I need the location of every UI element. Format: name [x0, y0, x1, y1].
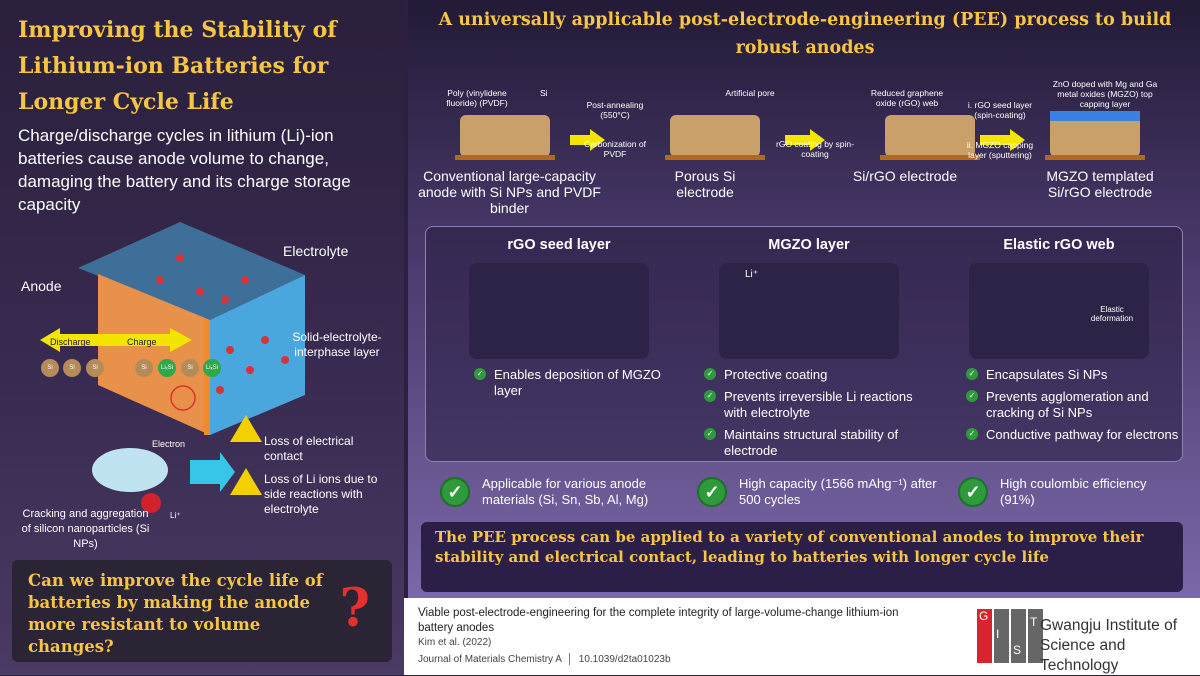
si-label: Si	[540, 88, 548, 98]
column-title: rGO seed layer	[507, 237, 611, 253]
bullet: ✓Conductive pathway for electrons	[966, 427, 1184, 443]
gist-logo: G I S T	[977, 609, 1043, 663]
check-icon: ✓	[704, 390, 716, 402]
elastic-rgo-image: Elastic deformation	[969, 263, 1149, 359]
step3-top-label: i. rGO seed layer (spin-coating)	[967, 100, 1033, 120]
step3-bottom-label: ii. MGZO capping layer (sputtering)	[966, 140, 1034, 160]
pvdf-label: Poly (vinylidene fluoride) (PVDF)	[446, 88, 508, 108]
si-particle-label: Si	[69, 365, 75, 371]
feature-1: ✓Applicable for various anode materials …	[440, 476, 690, 508]
feature-3: ✓High coulombic efficiency (91%)	[958, 476, 1178, 508]
mgzo-image: Li⁺	[719, 263, 899, 359]
electrolyte-label: Electrolyte	[283, 243, 349, 259]
sei-label: Solid-electrolyte-interphase layer	[292, 330, 382, 359]
stage-1: Conventional large-capacity anode with S…	[418, 168, 601, 216]
check-icon: ✓	[704, 368, 716, 380]
si-particle-label: Si	[92, 365, 98, 371]
column-rgo-seed: rGO seed layer ✓Enables deposition of MG…	[434, 227, 684, 399]
battery-cube-illustration	[40, 222, 305, 513]
si-particle-label: Si	[47, 365, 53, 371]
bullet: ✓Maintains structural stability of elect…	[704, 427, 934, 459]
check-icon: ✓	[697, 477, 727, 507]
citation: Journal of Materials Chemistry A │ 10.10…	[418, 654, 671, 665]
conclusion-banner: The PEE process can be applied to a vari…	[421, 522, 1183, 592]
stage-4: MGZO templated Si/rGO electrode	[1046, 168, 1154, 200]
step1-top-label: Post-annealing (550°C)	[586, 100, 644, 120]
si-particle-label: Si	[141, 365, 147, 371]
cracking-label: Cracking and aggregation of silicon nano…	[21, 508, 150, 550]
charge-label: Charge	[127, 337, 157, 347]
check-icon: ✓	[958, 477, 988, 507]
question-box: Can we improve the cycle life of batteri…	[12, 560, 392, 662]
loss-contact-label: Loss of electrical contact	[264, 434, 354, 463]
step2-label: rGO coating by spin-coating	[776, 139, 854, 159]
column-mgzo: MGZO layer Li⁺ ✓Protective coating ✓Prev…	[684, 227, 934, 459]
footer: Viable post-electrode-engineering for th…	[404, 598, 1200, 675]
loss-li-label: Loss of Li ions due to side reactions wi…	[264, 472, 378, 516]
lisi-particle-label: LiₓSi	[206, 365, 218, 371]
check-icon: ✓	[440, 477, 470, 507]
check-icon: ✓	[966, 428, 978, 440]
right-title: A universally applicable post-electrode-…	[438, 10, 1172, 58]
bullet: ✓Prevents irreversible Li reactions with…	[704, 389, 934, 421]
column-title: Elastic rGO web	[1003, 237, 1115, 253]
stage-3: Si/rGO electrode	[852, 168, 958, 184]
question-text: Can we improve the cycle life of batteri…	[28, 571, 323, 656]
question-mark-icon: ?	[339, 578, 370, 639]
mgzo-label: ZnO doped with Mg and Ga metal oxides (M…	[1052, 79, 1158, 109]
step1-bottom-label: Carbonization of PVDF	[584, 139, 646, 159]
authors: Kim et al. (2022)	[418, 637, 492, 648]
li-ion-label: Li⁺	[170, 511, 181, 520]
main-title: Improving the Stability of Lithium-ion B…	[18, 17, 337, 115]
check-icon: ✓	[474, 368, 486, 380]
institution-name: Gwangju Institute of Science and Technol…	[1040, 617, 1177, 674]
pore-label: Artificial pore	[725, 88, 775, 98]
column-title: MGZO layer	[768, 237, 850, 253]
stage-2: Porous Si electrode	[674, 168, 736, 200]
discharge-label: Discharge	[50, 337, 91, 347]
anode-label: Anode	[21, 278, 62, 294]
process-illustration	[455, 111, 1145, 160]
check-icon: ✓	[966, 390, 978, 402]
paper-title: Viable post-electrode-engineering for th…	[418, 607, 899, 634]
bullet: ✓Prevents agglomeration and cracking of …	[966, 389, 1184, 421]
lisi-particle-label: LiₓSi	[161, 365, 173, 371]
bullet: ✓Enables deposition of MGZO layer	[474, 367, 684, 399]
rgo-seed-image	[469, 263, 649, 359]
si-particle-label: Si	[187, 365, 193, 371]
column-elastic-rgo: Elastic rGO web Elastic deformation ✓Enc…	[934, 227, 1184, 443]
check-icon: ✓	[704, 428, 716, 440]
check-icon: ✓	[966, 368, 978, 380]
layer-functions-panel: rGO seed layer ✓Enables deposition of MG…	[425, 226, 1183, 462]
subtitle: Charge/discharge cycles in lithium (Li)-…	[18, 126, 351, 214]
rgo-web-label: Reduced graphene oxide (rGO) web	[870, 88, 944, 108]
bullet: ✓Protective coating	[704, 367, 934, 383]
feature-2: ✓High capacity (1566 mAhg⁻¹) after 500 c…	[697, 476, 947, 508]
electron-label: Electron	[152, 439, 186, 449]
bullet: ✓Encapsulates Si NPs	[966, 367, 1184, 383]
